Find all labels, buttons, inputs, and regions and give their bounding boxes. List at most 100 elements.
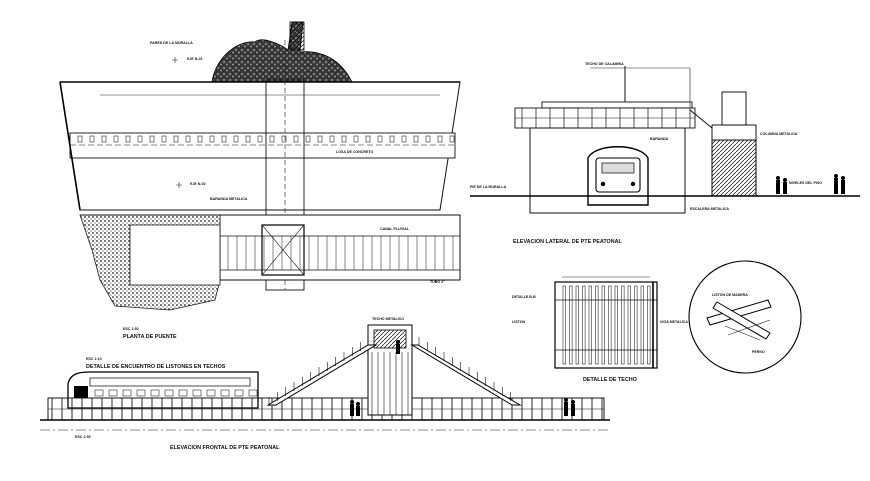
train-window	[178, 389, 188, 397]
axis-marker-2	[176, 182, 182, 188]
rock-mound	[211, 21, 353, 83]
train-window	[108, 389, 118, 397]
roof-slat	[634, 285, 638, 365]
walkway-post	[449, 135, 455, 143]
front-top-label: TECHO METALICO	[372, 317, 404, 321]
train-window-band	[89, 377, 251, 387]
stair-ramp-left	[266, 344, 378, 406]
roof-slat	[588, 285, 592, 365]
roof-slat	[621, 285, 625, 365]
slat-lines	[724, 319, 771, 341]
roof-left-label-2: LISTON	[512, 320, 526, 324]
roof-right-label: VIGA METALICA	[660, 320, 688, 324]
joint-label-1: LISTON DE MADERA	[712, 293, 748, 297]
vehicle-window	[601, 162, 635, 174]
roof-slat	[569, 285, 573, 365]
walkway-post	[89, 135, 95, 143]
ramp-rungs	[268, 337, 511, 406]
train-window	[220, 389, 230, 397]
stair-landing	[261, 224, 305, 276]
side-note-3: COLUMNA METALICA	[760, 132, 798, 136]
walkway-post	[377, 135, 383, 143]
joint-detail: LISTON DE MADERA PERNO	[688, 260, 802, 374]
front-people	[350, 340, 575, 416]
left-bank	[59, 81, 81, 211]
roof-detail: DETALLE B-B LISTON VIGA METALICA DETALLE…	[512, 276, 688, 383]
plan-note-3: CANAL PLUVIAL	[380, 227, 410, 231]
walkway-post	[293, 135, 299, 143]
wall-label: PARED DE LA MURALLA	[150, 41, 193, 45]
stair-rail	[689, 109, 713, 129]
top-rail	[541, 101, 693, 109]
walkway-post	[113, 135, 119, 143]
joint-label-2: PERNO	[752, 350, 765, 354]
axis-label-1: EJE N-01	[187, 57, 203, 61]
side-note-1: TECHO DE CALAMINA	[585, 62, 624, 66]
plan-view: PARED DE LA MURALLA EJE N-01 EJE N-02 BA…	[59, 21, 461, 340]
detail-caption: DETALLE DE ENCUENTRO DE LISTONES EN TECH…	[86, 364, 226, 370]
walkway-post	[389, 135, 395, 143]
train-window	[248, 389, 258, 397]
side-title: ELEVACION LATERAL DE PTE PEATONAL	[513, 239, 623, 245]
front-title: ELEVACION FRONTAL DE PTE PEATONAL	[170, 445, 280, 451]
walkway-post	[365, 135, 371, 143]
side-left-label: PIE DE LA MURALLA	[470, 185, 507, 189]
walkway-post	[209, 135, 215, 143]
front-elevation: TECHO METALICO ESC 1:10 DETALLE DE ENCUE…	[40, 317, 610, 451]
detail-circle	[688, 260, 802, 374]
train-window	[94, 389, 104, 397]
stair-head	[711, 124, 757, 141]
slat-a	[706, 299, 772, 326]
plan-note-4: TUBO 2"	[430, 280, 445, 284]
roof-slat	[647, 285, 651, 365]
plan-note-2: LOSA DE CONCRETO	[336, 150, 374, 154]
side-railing-bars	[515, 108, 695, 128]
train-window	[206, 389, 216, 397]
walkway-post	[233, 135, 239, 143]
train-window	[150, 389, 160, 397]
headlight-right	[630, 181, 636, 187]
walkway-post	[161, 135, 167, 143]
walkway-post	[197, 135, 203, 143]
wall-hatch	[289, 21, 305, 51]
train-window	[136, 389, 146, 397]
walkway-post	[101, 135, 107, 143]
tower-cap	[373, 329, 407, 349]
walkway-post	[437, 135, 443, 143]
detail-scale: ESC 1:10	[86, 357, 102, 361]
train-window	[164, 389, 174, 397]
side-note-4: ESCALERA METALICA	[690, 207, 729, 211]
walkway-post	[173, 135, 179, 143]
people-figures	[776, 174, 845, 194]
walkway-post	[341, 135, 347, 143]
walkway-post	[353, 135, 359, 143]
walkway-post	[137, 135, 143, 143]
roof-slat	[608, 285, 612, 365]
roof-slat	[582, 285, 586, 365]
walkway-post	[257, 135, 263, 143]
headlight-left	[600, 181, 606, 187]
roof-title: DETALLE DE TECHO	[583, 377, 637, 383]
roof-slats	[555, 285, 657, 365]
front-scale: ESC 1:50	[75, 435, 91, 439]
deck-grid	[220, 235, 460, 271]
side-note-2: BARANDA	[650, 137, 669, 141]
walkway-post	[125, 135, 131, 143]
axis-label-2: EJE N-02	[190, 182, 206, 186]
train-windows	[94, 389, 258, 397]
roof-slat	[595, 285, 599, 365]
walkway-post	[281, 135, 287, 143]
roof-slat	[640, 285, 644, 365]
walkway-post	[317, 135, 323, 143]
walkway-post	[425, 135, 431, 143]
slat-b	[712, 301, 771, 340]
roof-slat	[601, 285, 605, 365]
plan-title: PLANTA DE PUENTE	[123, 334, 177, 340]
train-window	[122, 389, 132, 397]
embankment-inner	[129, 224, 221, 286]
train-window	[192, 389, 202, 397]
roof-left-label-1: DETALLE B-B	[512, 295, 536, 299]
stair-tower	[711, 139, 757, 197]
walkway-posts	[77, 135, 455, 143]
walkway-post	[245, 135, 251, 143]
